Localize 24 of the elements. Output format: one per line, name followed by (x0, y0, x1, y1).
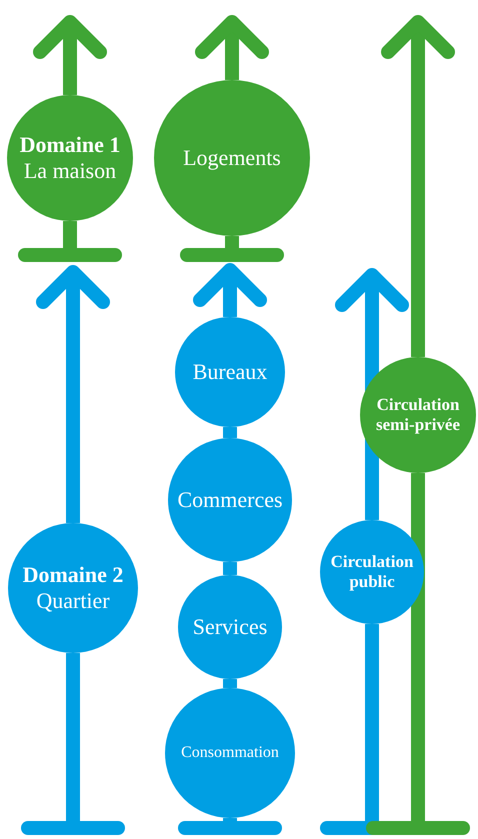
node-label: Consommation (180, 743, 280, 763)
node-label: Quartier (35, 588, 111, 614)
node-label: La maison (22, 158, 118, 184)
node-label: Circulation public (330, 552, 414, 592)
connector-line (366, 473, 470, 835)
connector-line (18, 221, 122, 262)
connector-line (180, 236, 284, 262)
node-heading: Domaine 2 (22, 562, 124, 588)
node-heading: Domaine 1 (18, 132, 122, 158)
connector-line (223, 562, 237, 575)
arrow (193, 263, 267, 317)
node-label: Circulation semi-privée (374, 394, 462, 436)
arrow (36, 265, 110, 523)
arrow (195, 15, 269, 80)
arrow (381, 15, 455, 357)
connector-line (178, 818, 282, 835)
node-label: Services (192, 614, 268, 640)
connector-line (223, 427, 237, 438)
node-label: Logements (182, 144, 282, 172)
connector-line (21, 653, 125, 835)
node-label: Commerces (176, 486, 284, 514)
node-label: Bureaux (192, 358, 268, 386)
arrow (33, 15, 107, 95)
connector-line (223, 679, 237, 688)
